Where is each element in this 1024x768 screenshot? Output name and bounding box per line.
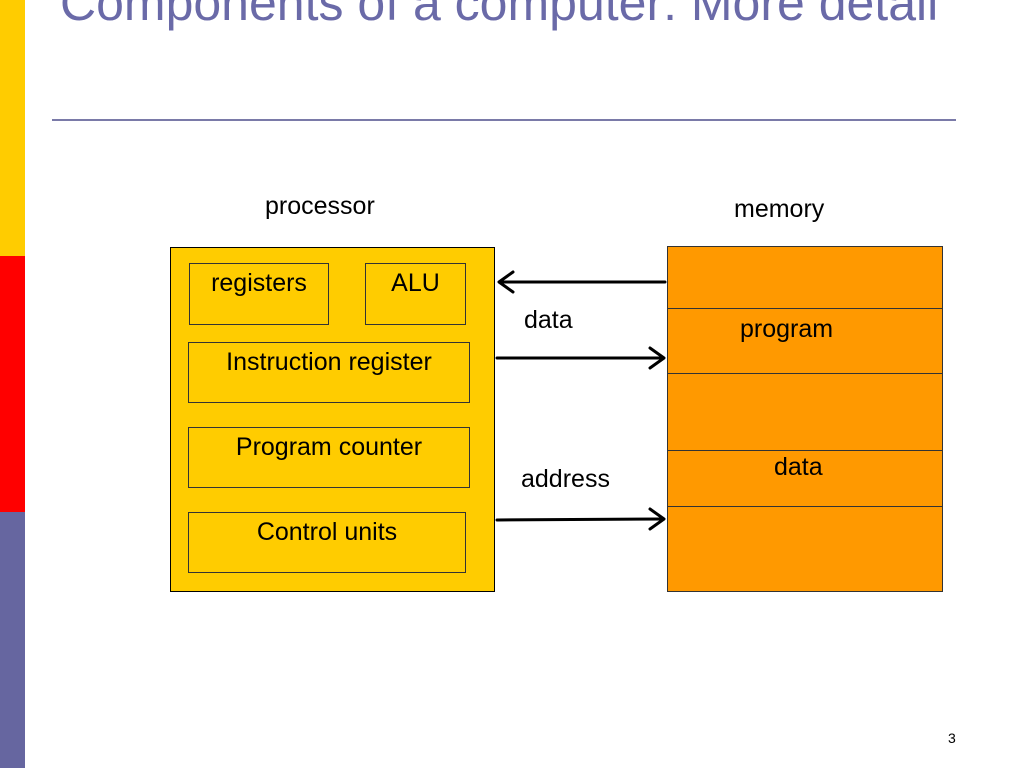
address-connection-label: address <box>521 465 610 493</box>
control-units-unit: Control units <box>188 512 466 573</box>
alu-unit: ALU <box>365 263 466 325</box>
registers-unit: registers <box>189 263 329 325</box>
memory-divider <box>668 450 942 451</box>
memory-divider <box>668 373 942 374</box>
processor-block: registers ALU Instruction register Progr… <box>170 247 495 592</box>
memory-divider <box>668 506 942 507</box>
data-out-arrow <box>495 346 666 370</box>
side-stripe-blue <box>0 512 25 768</box>
page-number: 3 <box>948 730 956 746</box>
memory-block: program data <box>667 246 943 592</box>
program-counter-unit: Program counter <box>188 427 470 488</box>
slide-title: Components of a computer: More detail <box>60 0 939 31</box>
side-stripe-red <box>0 256 25 512</box>
data-in-arrow <box>497 270 667 294</box>
instruction-register-unit: Instruction register <box>188 342 470 403</box>
memory-program-segment: program <box>740 315 834 343</box>
address-out-arrow <box>495 507 666 531</box>
memory-divider <box>668 308 942 309</box>
data-connection-label: data <box>524 306 573 334</box>
memory-label: memory <box>734 195 825 223</box>
memory-data-segment: data <box>774 453 823 481</box>
processor-label: processor <box>265 192 375 220</box>
title-underline <box>52 119 956 121</box>
side-stripe-yellow <box>0 0 25 256</box>
